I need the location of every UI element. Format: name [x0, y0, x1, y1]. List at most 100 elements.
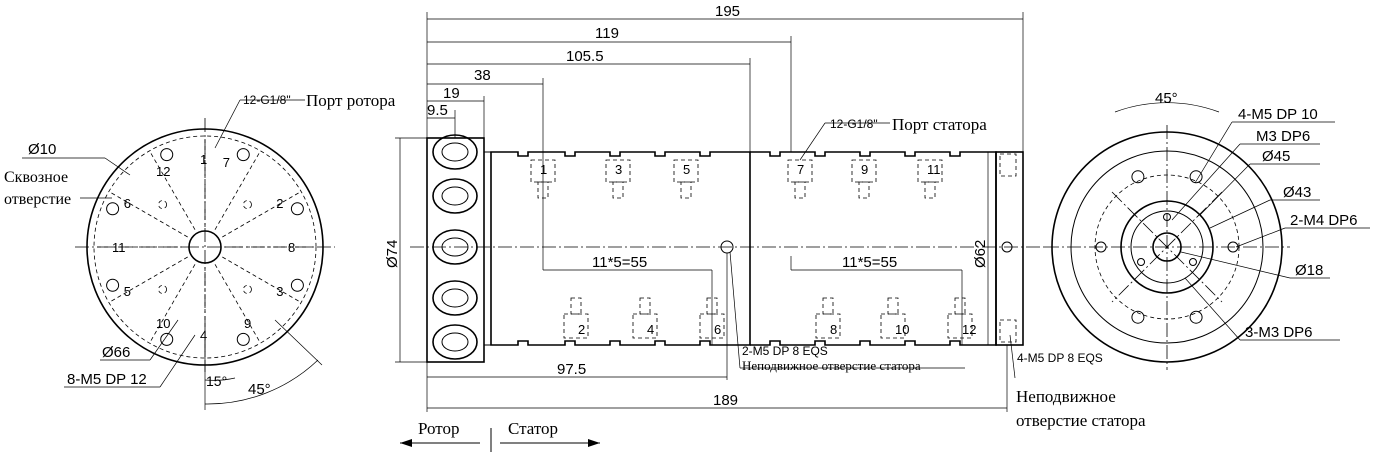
rotor-port-number: 3 [276, 284, 283, 299]
rotor-port-number: 8 [288, 240, 295, 255]
radial-port-line [111, 256, 188, 302]
top-port-body [917, 159, 943, 183]
stator-port-number: 8 [830, 322, 837, 337]
stator-label: Статор [508, 419, 558, 438]
angle-15-label: 15° [206, 373, 227, 389]
dim-97-5: 97.5 [557, 361, 586, 378]
pitch-left: 11*5=55 [592, 254, 647, 271]
top-port-body [851, 159, 877, 183]
dim-189: 189 [713, 392, 738, 409]
stator-port-number: 2 [578, 322, 585, 337]
top-port-neck [858, 181, 870, 199]
hole-m5-b: 4-M5 DP 8 EQS [1017, 351, 1103, 365]
radial-port-line [214, 264, 260, 341]
stator-port-number: 9 [861, 162, 868, 177]
top-port-neck [680, 181, 692, 199]
rotor-port-number: 9 [244, 316, 251, 331]
stator-port-number: 6 [714, 322, 721, 337]
inner-hole [243, 200, 252, 209]
right-m4-label: 2-M4 DP6 [1290, 212, 1358, 229]
dim-19: 19 [443, 85, 460, 102]
d66-label: Ø66 [102, 344, 130, 361]
m5-holes-label: 8-M5 DP 12 [67, 371, 147, 388]
top-port-neck [924, 181, 936, 199]
flange-port-boss [432, 134, 478, 170]
right-m3dp6-label: M3 DP6 [1256, 128, 1310, 145]
fixed-hole-b-line2: отверстие статора [1016, 411, 1146, 430]
flange-port-bore [441, 332, 469, 352]
radial-port-line [222, 192, 299, 238]
m3-hole [1188, 258, 1197, 266]
rotor-port-number: 1 [200, 152, 207, 167]
radial-port-line [150, 264, 196, 341]
stator-port-number: 12 [962, 322, 976, 337]
bottom-port-body [947, 313, 973, 339]
rotor-label: Ротор [418, 419, 460, 438]
radial-port-line [150, 153, 196, 230]
mounting-hole [106, 278, 120, 292]
right-m5-label: 4-M5 DP 10 [1238, 106, 1318, 123]
mounting-hole [236, 332, 250, 346]
right-d18-label: Ø18 [1295, 262, 1323, 279]
hole-m5-a: 2-M5 DP 8 EQS [742, 344, 828, 358]
rotor-port-number: 10 [156, 316, 170, 331]
through-hole-line2: отверстие [4, 191, 71, 208]
bottom-port-neck [822, 297, 834, 315]
flange-port-bore [441, 142, 469, 162]
outer-mount-hole [1131, 310, 1145, 324]
top-port-body [673, 159, 699, 183]
m3-hole [1137, 258, 1146, 266]
mounting-hole [160, 332, 174, 346]
bottom-port-body [632, 313, 658, 339]
dim-195: 195 [715, 3, 740, 20]
inner-hole [158, 285, 167, 294]
d10-label: Ø10 [28, 141, 56, 158]
outer-mount-hole [1131, 170, 1145, 184]
top-port-neck [612, 181, 624, 199]
bottom-port-body [815, 313, 841, 339]
rotor-port-number: 2 [276, 196, 283, 211]
right-view: 45° 4-M5 DP 10 M3 DP6 Ø45 Ø43 2-M4 DP6 Ø… [1045, 90, 1370, 370]
rotor-port-number: 11 [112, 240, 126, 255]
rotor-port-number: 4 [200, 328, 207, 343]
stator-port-number: 3 [615, 162, 622, 177]
stator-port-number: 10 [895, 322, 909, 337]
top-port-neck [794, 181, 806, 199]
m4-hole [1095, 241, 1107, 253]
stator-port-code: 12-G1/8" [830, 117, 878, 131]
stator-port-number: 4 [647, 322, 654, 337]
flange-port-bore [441, 288, 469, 308]
inner-hole [243, 285, 252, 294]
fixed-hole-a: Неподвижное отверстие статора [742, 358, 921, 373]
bottom-port-body [880, 313, 906, 339]
radial-port-line [214, 153, 260, 230]
outer-mount-hole [1189, 310, 1203, 324]
fixed-hole-b-line1: Неподвижное [1016, 387, 1116, 406]
flange-port-boss [432, 178, 478, 214]
top-port-body [605, 159, 631, 183]
angle-45-label: 45° [248, 381, 271, 398]
dim-119: 119 [595, 25, 619, 42]
mounting-hole [290, 278, 304, 292]
bottom-port-neck [570, 297, 582, 315]
m4-hole [1227, 241, 1239, 253]
rotor-port-number: 6 [124, 196, 131, 211]
mounting-hole [160, 148, 174, 162]
flange-port-boss [432, 324, 478, 360]
mounting-hole [236, 148, 250, 162]
stator-port-label: Порт статора [892, 115, 987, 134]
flange-port-boss [432, 280, 478, 316]
bottom-port-body [563, 313, 589, 339]
bottom-port-neck [954, 297, 966, 315]
rotor-port-number: 12 [156, 164, 170, 179]
dim-38: 38 [474, 67, 491, 84]
rotor-port-number: 7 [223, 155, 230, 170]
m3-hole [1163, 213, 1171, 221]
dim-9-5: 9.5 [427, 102, 448, 119]
dim-105-5: 105.5 [566, 48, 604, 65]
d74-label: Ø74 [384, 240, 401, 268]
pitch-right: 11*5=55 [842, 254, 897, 271]
top-port-body [787, 159, 813, 183]
